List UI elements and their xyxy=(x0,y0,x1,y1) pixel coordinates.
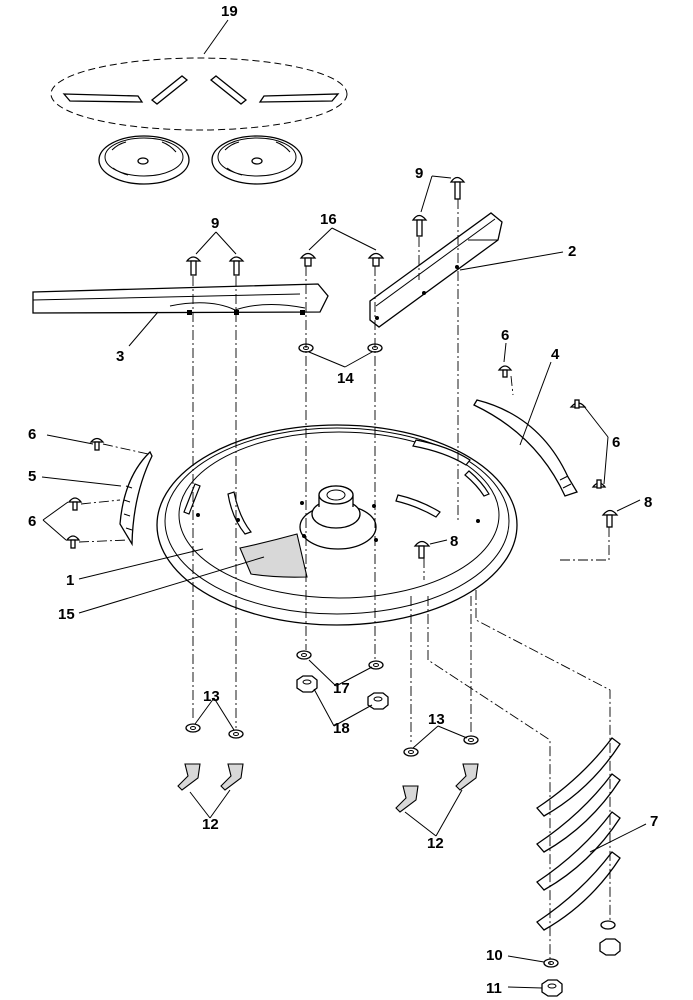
washers-14 xyxy=(298,343,383,353)
callout-17: 17 xyxy=(333,680,350,697)
blade-stack-7 xyxy=(536,737,621,997)
callout-2: 2 xyxy=(568,243,576,260)
blade-2 xyxy=(369,212,503,328)
callout-15: 15 xyxy=(58,606,75,623)
callout-8-center: 8 xyxy=(450,533,458,550)
kit-19-group xyxy=(50,19,348,185)
bolts-9 xyxy=(185,176,466,276)
callout-labels: 19 9 16 9 2 3 14 6 4 6 6 5 8 6 8 1 15 17… xyxy=(28,3,658,997)
callout-7: 7 xyxy=(650,813,658,830)
callout-8-right: 8 xyxy=(644,494,652,511)
bolts-16 xyxy=(299,252,385,267)
callout-12-right: 12 xyxy=(427,835,444,852)
callout-1: 1 xyxy=(66,572,74,589)
callout-9-right: 9 xyxy=(415,165,423,182)
callout-6-left: 6 xyxy=(28,513,36,530)
callout-19: 19 xyxy=(221,3,238,20)
callout-18: 18 xyxy=(333,720,350,737)
center-lines xyxy=(78,199,611,964)
callout-6-right: 6 xyxy=(612,434,620,451)
callout-9-left: 9 xyxy=(211,215,219,232)
callout-13-right: 13 xyxy=(428,711,445,728)
callout-14: 14 xyxy=(337,370,354,387)
main-disk xyxy=(156,424,518,626)
callout-4: 4 xyxy=(551,346,560,363)
callout-6-top-left: 6 xyxy=(28,426,36,443)
callout-6-top-right: 6 xyxy=(501,327,509,344)
callout-11: 11 xyxy=(486,980,502,997)
washers-17-nuts-18 xyxy=(296,650,389,710)
callout-10: 10 xyxy=(486,947,503,964)
callout-3: 3 xyxy=(116,348,124,365)
washers-13-clamps-12 xyxy=(177,723,479,813)
callout-12-left: 12 xyxy=(202,816,219,833)
callout-16: 16 xyxy=(320,211,337,228)
part-15-plate xyxy=(239,533,308,578)
blade-3 xyxy=(32,283,329,315)
blade-4 xyxy=(413,365,619,559)
callout-5: 5 xyxy=(28,468,36,485)
blade-5 xyxy=(65,437,153,549)
callout-13-left: 13 xyxy=(203,688,220,705)
leader-lines xyxy=(41,175,647,989)
